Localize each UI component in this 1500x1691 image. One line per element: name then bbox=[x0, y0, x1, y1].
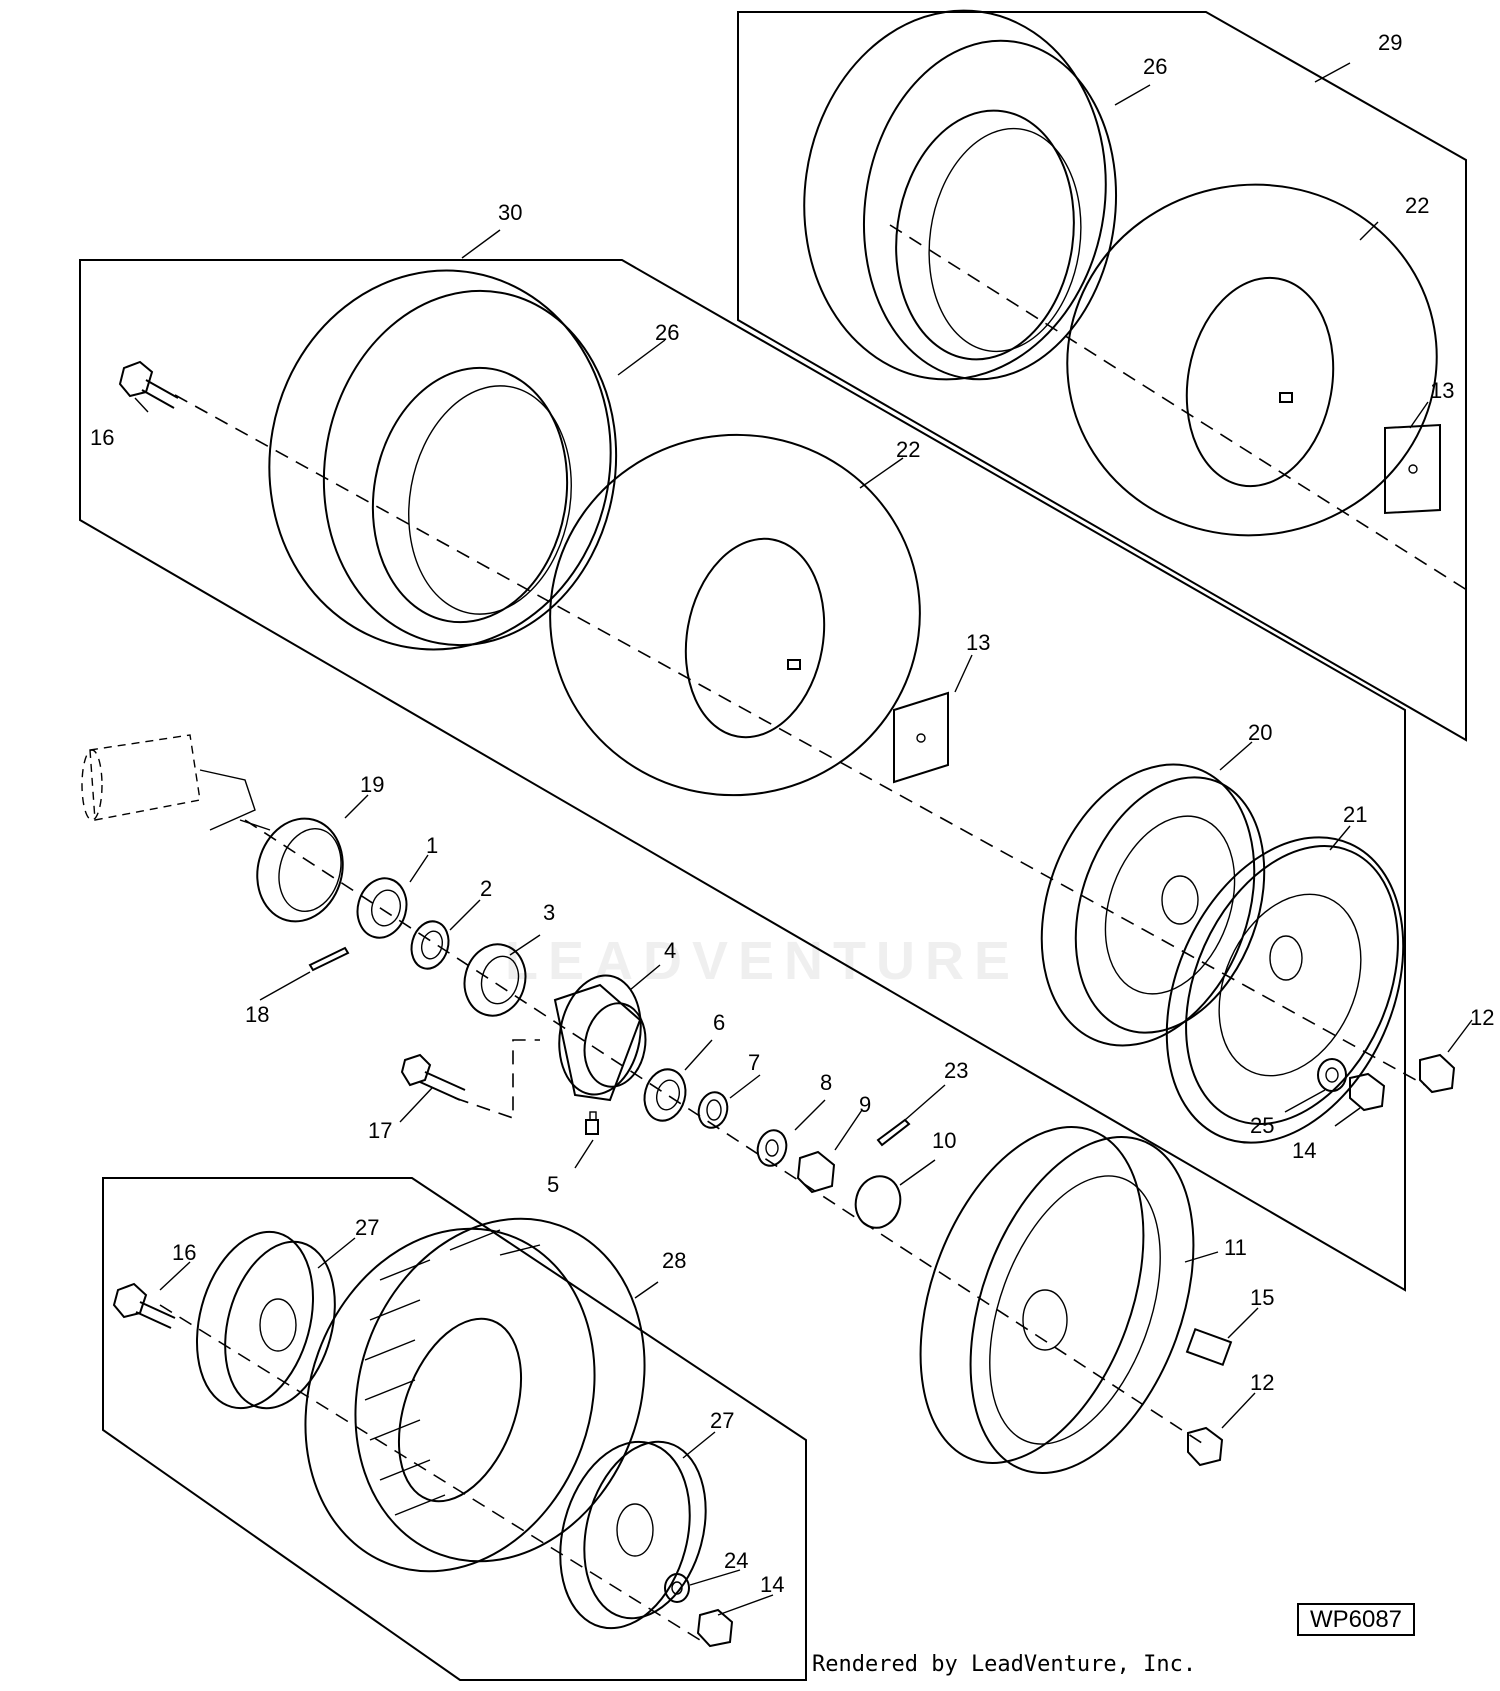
leader-lines bbox=[134, 62, 1473, 1616]
tire-28 bbox=[304, 1217, 646, 1573]
wheel-half-27-left bbox=[195, 1230, 336, 1410]
callout-16-upper: 16 bbox=[90, 425, 114, 450]
centerline-28 bbox=[159, 1304, 701, 1641]
bearing-cup-1 bbox=[356, 877, 408, 939]
callout-23: 23 bbox=[944, 1058, 968, 1083]
callout-28: 28 bbox=[662, 1248, 686, 1273]
bearing-cone-7 bbox=[697, 1091, 729, 1129]
wheel-11 bbox=[919, 1126, 1195, 1474]
tube-22-lower bbox=[549, 433, 921, 797]
watermark-text: LEADVENTURE bbox=[505, 931, 1021, 991]
callout-9: 9 bbox=[859, 1092, 871, 1117]
valve-stem-15 bbox=[1185, 1327, 1233, 1367]
bolt-17 bbox=[400, 1053, 466, 1101]
grease-fitting-5 bbox=[585, 1111, 599, 1135]
callout-12-upper: 12 bbox=[1470, 1005, 1494, 1030]
callout-26-lower: 26 bbox=[655, 320, 679, 345]
bearing-cup-3 bbox=[463, 943, 527, 1017]
patch-13-lower bbox=[893, 691, 949, 784]
callout-6: 6 bbox=[713, 1010, 725, 1035]
callout-13-upper: 13 bbox=[1430, 378, 1454, 403]
tire-26-upper bbox=[803, 9, 1118, 381]
centerline-hub bbox=[244, 819, 1206, 1446]
nut-14-lower bbox=[696, 1608, 734, 1648]
cotter-pin-18 bbox=[308, 946, 350, 972]
washer-8 bbox=[756, 1129, 788, 1167]
callout-22-upper: 22 bbox=[1405, 193, 1429, 218]
callout-10: 10 bbox=[932, 1128, 956, 1153]
callout-14-upper: 14 bbox=[1292, 1138, 1316, 1163]
callout-24: 24 bbox=[724, 1548, 748, 1573]
callout-27-upper: 27 bbox=[355, 1215, 379, 1240]
nut-12-lower bbox=[1187, 1426, 1224, 1467]
wheel-half-20 bbox=[1040, 763, 1266, 1047]
callout-11: 11 bbox=[1224, 1235, 1247, 1260]
tube-22-upper bbox=[1066, 183, 1438, 537]
bearing-cup-6 bbox=[643, 1068, 687, 1122]
spindle-shaft bbox=[81, 734, 271, 831]
cap-10 bbox=[854, 1175, 902, 1229]
callout-2: 2 bbox=[480, 876, 492, 901]
callout-19: 19 bbox=[360, 772, 384, 797]
nut-9 bbox=[796, 1150, 836, 1194]
nut-12-upper bbox=[1419, 1053, 1456, 1094]
bolt-17-leader bbox=[454, 1039, 540, 1120]
callout-5: 5 bbox=[547, 1172, 559, 1197]
callout-25: 25 bbox=[1250, 1113, 1274, 1138]
wheel-half-21 bbox=[1165, 836, 1405, 1144]
callout-20: 20 bbox=[1248, 720, 1272, 745]
nut-14-upper bbox=[1349, 1072, 1386, 1112]
bolt-16-lower bbox=[112, 1282, 176, 1329]
callout-1: 1 bbox=[426, 833, 438, 858]
seal-19 bbox=[256, 817, 344, 923]
render-credit: Rendered by LeadVenture, Inc. bbox=[812, 1652, 1197, 1677]
callout-labels: 29 26 22 13 30 26 16 22 13 20 21 12 25 1… bbox=[90, 30, 1494, 1597]
wheel-half-27-right bbox=[559, 1440, 707, 1630]
centerline-30 bbox=[174, 394, 1426, 1086]
tire-26-lower bbox=[268, 269, 618, 651]
cotter-pin-23 bbox=[876, 1118, 911, 1147]
callout-8: 8 bbox=[820, 1070, 832, 1095]
panel-28-outline bbox=[102, 1177, 807, 1681]
washer-25 bbox=[1317, 1058, 1347, 1092]
callout-27-lower: 27 bbox=[710, 1408, 734, 1433]
bolt-16-upper bbox=[118, 360, 179, 409]
callout-13-lower: 13 bbox=[966, 630, 990, 655]
callout-22-lower: 22 bbox=[896, 437, 920, 462]
callout-21: 21 bbox=[1343, 802, 1367, 827]
panel-30-outline bbox=[79, 259, 1406, 1292]
callout-26-upper: 26 bbox=[1143, 54, 1167, 79]
washer-24 bbox=[664, 1573, 690, 1603]
callout-3: 3 bbox=[543, 900, 555, 925]
patch-13-upper bbox=[1384, 423, 1441, 515]
callout-16-lower: 16 bbox=[172, 1240, 196, 1265]
panel-29-outline bbox=[737, 11, 1467, 742]
callout-29: 29 bbox=[1378, 30, 1402, 55]
callout-7: 7 bbox=[748, 1050, 760, 1075]
hub-4 bbox=[553, 974, 647, 1102]
callout-4: 4 bbox=[664, 938, 676, 963]
callout-30: 30 bbox=[498, 200, 522, 225]
centerline-29 bbox=[889, 224, 1471, 593]
callout-14-lower: 14 bbox=[760, 1572, 784, 1597]
callout-17: 17 bbox=[368, 1118, 392, 1143]
callout-18: 18 bbox=[245, 1002, 269, 1027]
figure-id-box: WP6087 bbox=[1297, 1603, 1415, 1636]
bearing-cone-2 bbox=[410, 920, 450, 970]
callout-15: 15 bbox=[1250, 1285, 1274, 1310]
callout-12-lower: 12 bbox=[1250, 1370, 1274, 1395]
